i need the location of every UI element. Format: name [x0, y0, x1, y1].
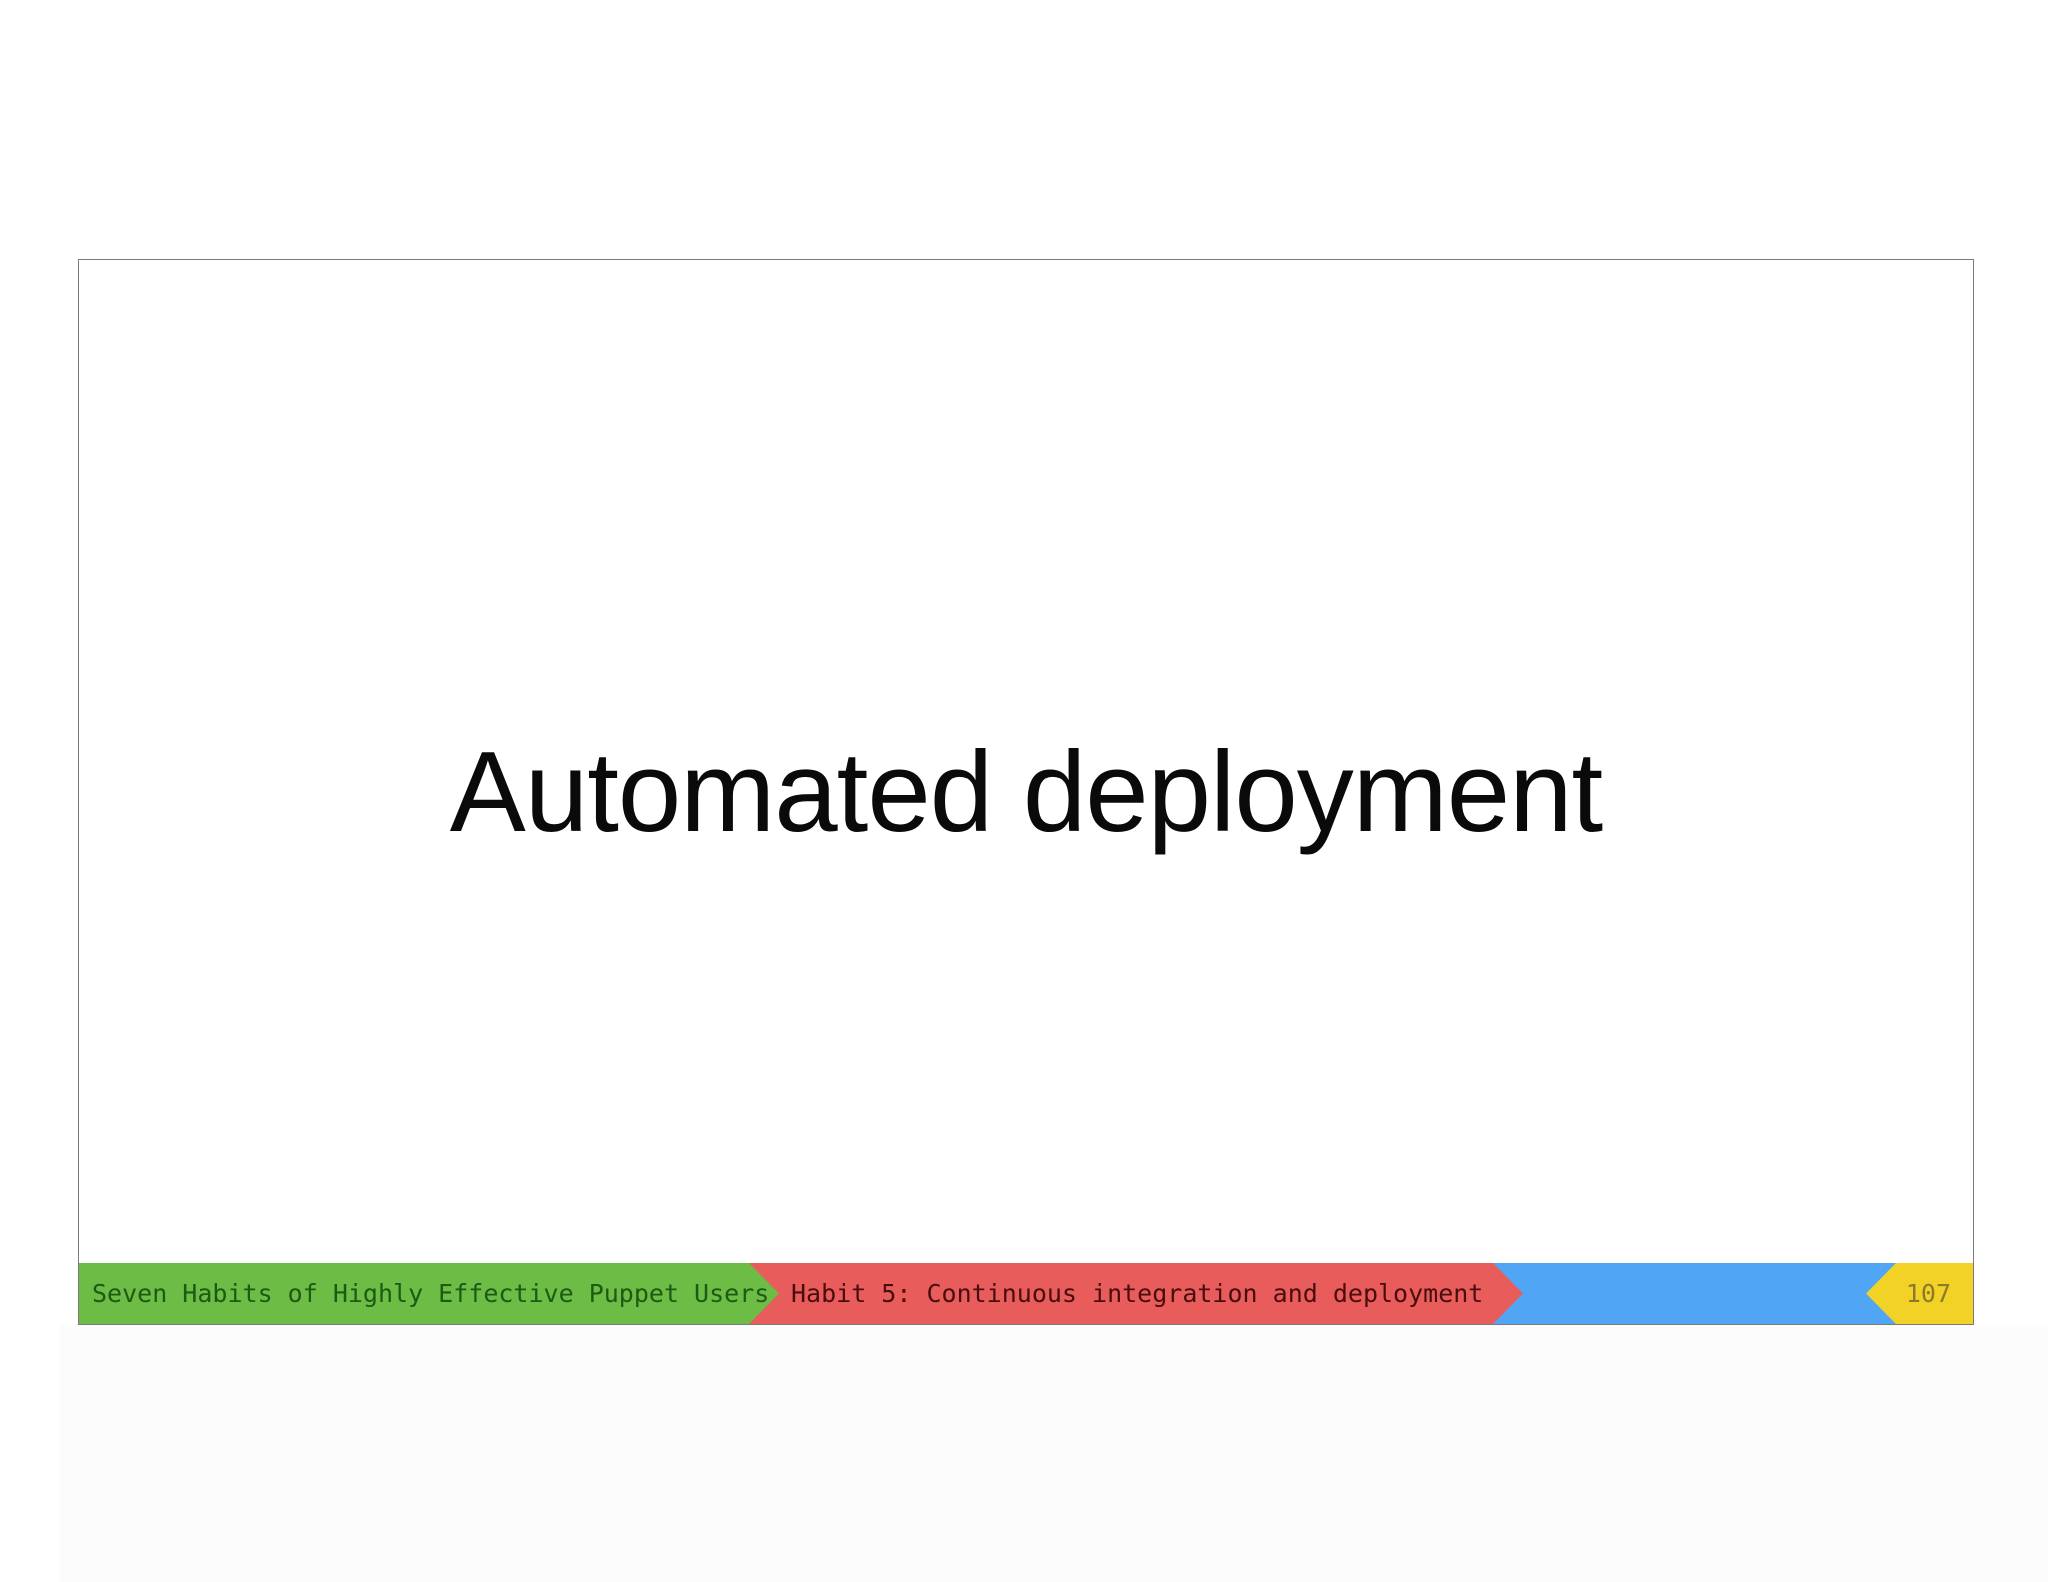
page-background-strip — [60, 1325, 2048, 1582]
slide: Automated deployment Seven Habits of Hig… — [78, 259, 1974, 1325]
footer-green-segment — [79, 1263, 779, 1324]
footer-presentation-title: Seven Habits of Highly Effective Puppet … — [92, 1279, 770, 1308]
slide-footer-bar: Seven Habits of Highly Effective Puppet … — [79, 1263, 1973, 1324]
footer-section-title: Habit 5: Continuous integration and depl… — [791, 1279, 1484, 1308]
footer-yellow-segment — [1866, 1263, 1973, 1324]
slide-title: Automated deployment — [449, 729, 1603, 856]
footer-segments — [79, 1263, 1973, 1324]
footer-page-number: 107 — [1905, 1279, 1951, 1308]
